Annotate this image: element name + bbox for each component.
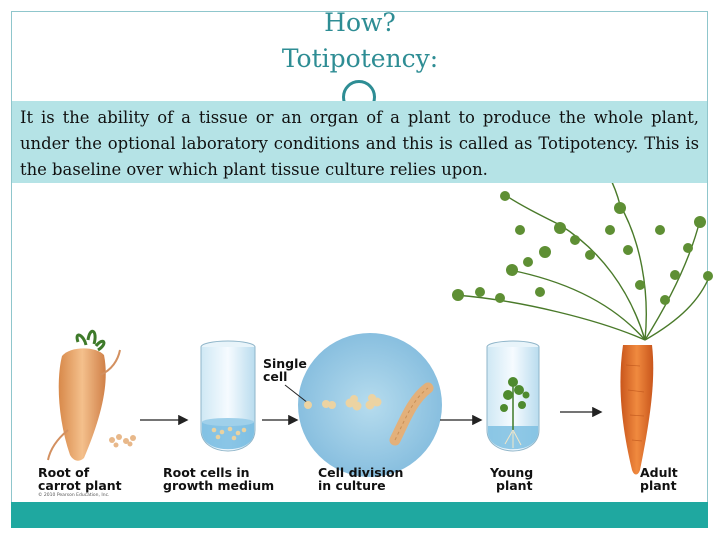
single-cell-pointer: [284, 384, 309, 404]
dividing-cells: [304, 382, 434, 446]
carrot-root-small: [47, 329, 136, 461]
label-root-carrot-1: Root of: [38, 465, 90, 480]
label-adult-plant-1: Adult: [640, 465, 678, 480]
test-tube-root-cells: [200, 340, 256, 452]
adult-plant-foliage: [454, 149, 711, 341]
label-root-cells-1: Root cells in: [163, 465, 250, 480]
slide-title-line2: Totipotency:: [281, 44, 439, 73]
label-root-carrot-2: carrot plant: [38, 478, 122, 493]
copyright-note: © 2010 Pearson Education, Inc.: [38, 491, 109, 498]
slide-bottom-bar: [11, 502, 708, 528]
definition-text-box: It is the ability of a tissue or an orga…: [12, 101, 707, 183]
label-cell-division-2: in culture: [318, 478, 386, 493]
label-young-plant-1: Young: [489, 465, 533, 480]
label-single-cell-2: cell: [263, 369, 287, 384]
slide-title-line1: How?: [324, 8, 396, 37]
adult-carrot-root: [620, 345, 654, 475]
label-young-plant-2: plant: [496, 478, 533, 493]
test-tube-young-plant: [486, 340, 540, 452]
label-cell-division-1: Cell division: [318, 465, 403, 480]
label-adult-plant-2: plant: [640, 478, 677, 493]
label-root-cells-2: growth medium: [163, 478, 274, 493]
label-single-cell-1: Single: [263, 356, 307, 371]
